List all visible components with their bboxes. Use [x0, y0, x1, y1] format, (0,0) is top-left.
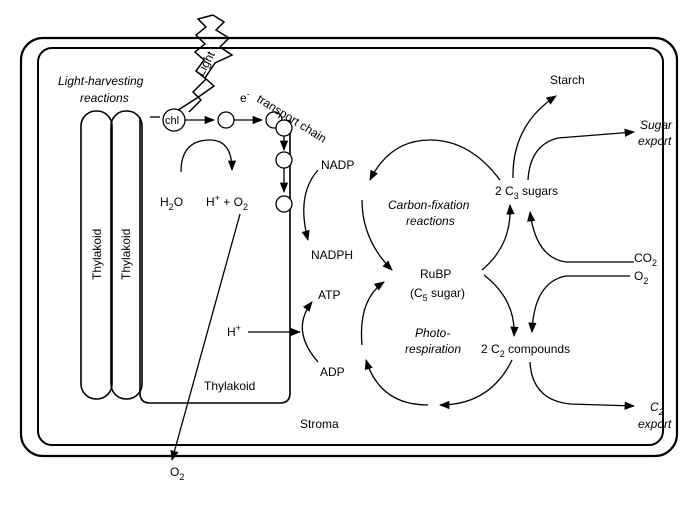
sugar-export-label-1: Sugar — [640, 118, 673, 132]
photoresp-arc-left — [364, 359, 429, 406]
c2-export-label-1: C2 — [650, 400, 664, 417]
o2-in-arrow — [528, 275, 630, 334]
inner-membrane — [37, 47, 664, 446]
atp-label: ATP — [318, 288, 340, 302]
co2-label: CO2 — [634, 251, 657, 268]
co2-in-arrow — [527, 210, 634, 263]
chl-label: chl — [165, 115, 179, 127]
c2-compounds-label: 2 C2 compounds — [481, 342, 570, 359]
photoresp-arc-right — [483, 274, 519, 338]
photoresp-arc-up — [360, 281, 385, 346]
etc-carrier-1 — [217, 111, 235, 129]
o2-out-arrow — [170, 213, 241, 462]
thylakoid-large-membrane — [139, 117, 291, 404]
rubp-label: RuBP — [420, 267, 451, 281]
calvin-arc-left — [361, 199, 393, 271]
sugar-export-label-2: export — [638, 134, 672, 148]
etc-carrier-5 — [275, 195, 293, 213]
carbon-fixation-label-2: reactions — [406, 214, 455, 228]
thylakoid-stack-1-label: Thylakoid — [90, 229, 104, 280]
etc-carrier-4 — [275, 151, 293, 169]
sugar-export-arrow — [527, 128, 636, 181]
photo-label-2: respiration — [405, 342, 461, 356]
hplus-o2-label: H+ + O2 — [206, 193, 248, 212]
c3-sugars-label: 2 C3 sugars — [495, 184, 558, 201]
light-harvesting-label-2: reactions — [80, 91, 129, 105]
stroma-label: Stroma — [300, 417, 339, 431]
nadp-to-nadph-arrow — [301, 169, 319, 242]
thylakoid-stack-2 — [110, 110, 143, 400]
nadph-label: NADPH — [311, 248, 353, 262]
calvin-arc-top — [369, 139, 501, 181]
adp-to-atp-arrow — [301, 301, 319, 363]
light-harvesting-label-1: Light-harvesting — [58, 74, 144, 88]
water-label: H2O — [160, 195, 183, 212]
light-bolt-icon — [174, 14, 234, 113]
photo-label-1: Photo- — [415, 326, 450, 340]
adp-label: ADP — [320, 365, 345, 379]
photoresp-arc-bottom — [438, 359, 513, 410]
c5-label: (C5 sugar) — [410, 286, 465, 303]
starch-label: Starch — [550, 73, 585, 87]
hplus-label: H+ — [227, 323, 241, 339]
e-prefix-label: e- — [240, 89, 250, 105]
water-split-arrow — [180, 139, 237, 173]
thylakoid-stack-2-label: Thylakoid — [119, 229, 133, 280]
c2-export-arrow — [529, 361, 636, 410]
to-starch-arrow — [512, 95, 557, 179]
carbon-fixation-label-1: Carbon-fixation — [388, 198, 470, 212]
nadp-label: NADP — [321, 158, 354, 172]
outer-membrane — [19, 36, 679, 458]
thylakoid-label: Thylakoid — [204, 379, 255, 393]
calvin-arc-right — [481, 203, 515, 271]
o2-right-label: O2 — [634, 269, 648, 286]
o2-bottom-label: O2 — [170, 465, 184, 482]
thylakoid-stack-1 — [80, 110, 113, 400]
c2-export-label-2: export — [638, 417, 672, 431]
